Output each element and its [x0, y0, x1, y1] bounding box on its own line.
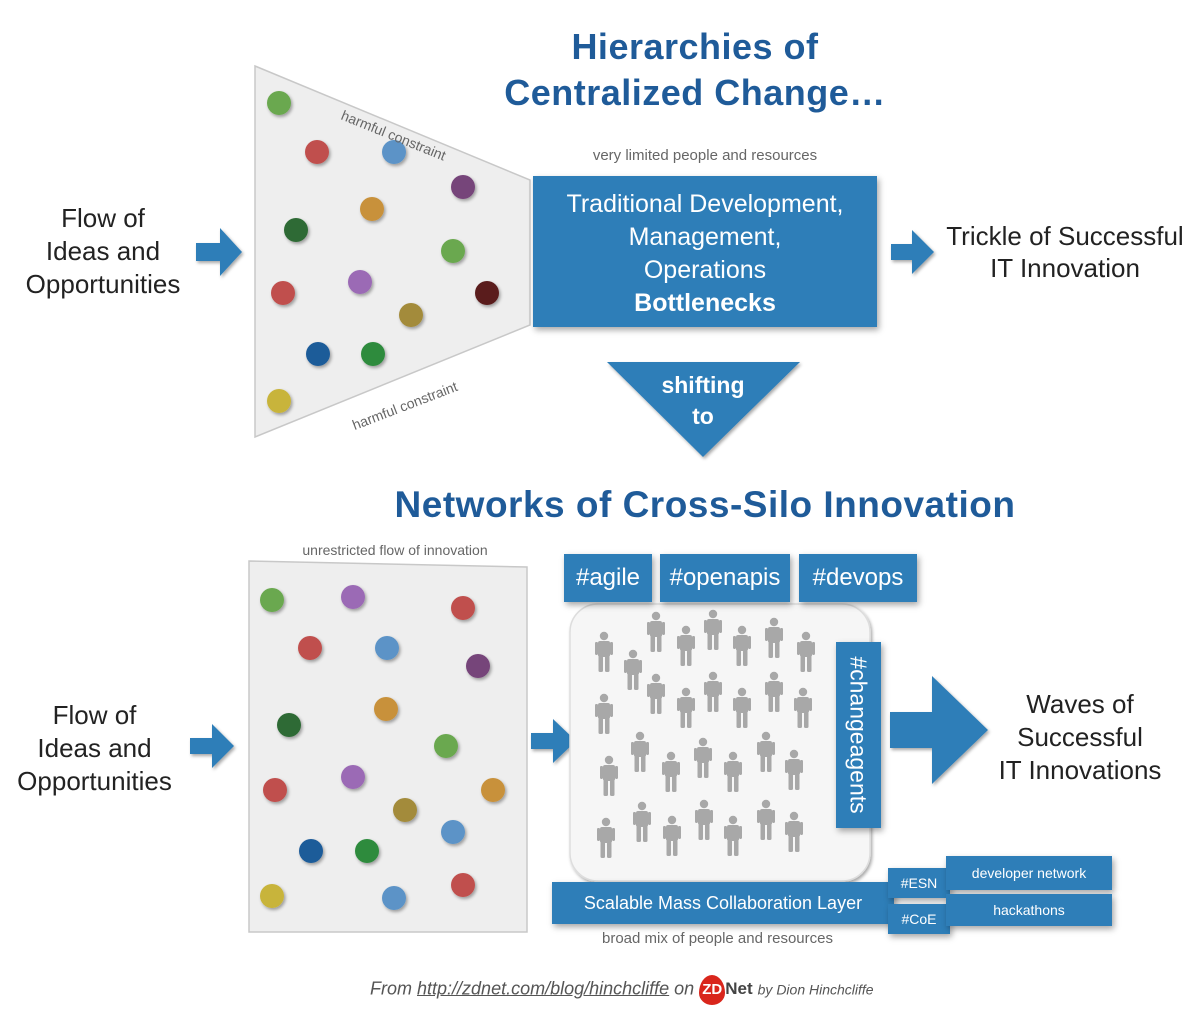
bottom-dots [260, 585, 505, 910]
bottom-title: Networks of Cross-Silo Innovation [394, 484, 1016, 525]
dot-icon [481, 778, 505, 802]
bottlenecks-line1: Traditional Development, [566, 190, 844, 218]
bottom-outcome-label: Waves of Successful IT Innovations [975, 688, 1185, 787]
dot-icon [374, 697, 398, 721]
tag-devops: #devops [799, 554, 917, 602]
right-arrow-icon [890, 676, 988, 784]
zdnet-logo-net: Net [725, 979, 753, 998]
shifting-label: shifting to [640, 370, 766, 432]
right-arrow-icon [531, 719, 576, 763]
dot-icon [441, 239, 465, 263]
dot-icon [382, 886, 406, 910]
dot-icon [260, 588, 284, 612]
credit-from: From [370, 978, 412, 999]
coe-tag: #CoE [888, 904, 950, 934]
top-dots [267, 91, 499, 413]
dot-icon [341, 585, 365, 609]
top-title-line2: Centralized Change… [504, 72, 886, 113]
dot-icon [299, 839, 323, 863]
top-outcome-line1: Trickle of Successful [946, 221, 1184, 251]
bottom-flow-label: Flow of Ideas and Opportunities [2, 699, 187, 798]
dot-icon [451, 873, 475, 897]
dot-icon [298, 636, 322, 660]
dot-icon [348, 270, 372, 294]
dot-icon [466, 654, 490, 678]
bottom-flow-line1: Flow of [52, 700, 137, 730]
esn-tag: #ESN [888, 868, 950, 898]
dot-icon [305, 140, 329, 164]
tag-openapis: #openapis [660, 554, 790, 602]
bottom-flow-line3: Opportunities [17, 766, 172, 796]
bottlenecks-line2: Management, [628, 223, 782, 251]
bottlenecks-line4: Bottlenecks [634, 289, 776, 317]
dot-icon [267, 91, 291, 115]
shifting-line2: to [692, 403, 714, 429]
top-flow-line3: Opportunities [25, 269, 181, 299]
dot-icon [271, 281, 295, 305]
dot-icon [382, 140, 406, 164]
dot-icon [306, 342, 330, 366]
dot-icon [451, 596, 475, 620]
dot-icon [375, 636, 399, 660]
collaboration-layer: Scalable Mass Collaboration Layer [552, 882, 894, 924]
limited-resources-label: very limited people and resources [592, 147, 818, 164]
broad-mix-label: broad mix of people and resources [602, 930, 833, 947]
shifting-line1: shifting [661, 372, 745, 398]
dot-icon [341, 765, 365, 789]
dot-icon [451, 175, 475, 199]
dot-icon [361, 342, 385, 366]
dot-icon [360, 197, 384, 221]
zdnet-logo-zd: ZD [699, 975, 726, 1005]
top-flow-line2: Ideas and [45, 236, 161, 266]
top-funnel [254, 64, 531, 439]
dot-icon [441, 820, 465, 844]
bottom-outcome-line2: Successful [1017, 722, 1143, 752]
dot-icon [393, 798, 417, 822]
top-flow-line1: Flow of [61, 203, 145, 233]
top-outcome-line2: IT Innovation [990, 253, 1140, 283]
changeagents-tag: #changeagents [836, 642, 881, 828]
dot-icon [475, 281, 499, 305]
top-outcome-label: Trickle of Successful IT Innovation [935, 220, 1195, 284]
dot-icon [355, 839, 379, 863]
bottlenecks-box: Traditional Development, Management, Ope… [533, 176, 877, 327]
top-title-line1: Hierarchies of [571, 26, 819, 67]
tag-agile: #agile [564, 554, 652, 602]
top-title: Hierarchies of Centralized Change… [470, 24, 920, 116]
top-flow-label: Flow of Ideas and Opportunities [8, 202, 198, 301]
dot-icon [267, 389, 291, 413]
unrestricted-label: unrestricted flow of innovation [302, 542, 488, 558]
hackathons-tag: hackathons [946, 894, 1112, 926]
developer-network-tag: developer network [946, 856, 1112, 890]
bottlenecks-line3: Operations [643, 256, 767, 284]
dot-icon [260, 884, 284, 908]
dot-icon [434, 734, 458, 758]
dot-icon [277, 713, 301, 737]
bottom-dot-field [248, 560, 528, 933]
credit-url-link[interactable]: http://zdnet.com/blog/hinchcliffe [417, 978, 670, 999]
bottom-outcome-line1: Waves of [1026, 689, 1134, 719]
changeagents-text: #changeagents [845, 656, 872, 814]
credit-on: on [674, 978, 695, 999]
right-arrow-icon [196, 228, 242, 276]
right-arrow-icon [190, 724, 234, 768]
dot-icon [399, 303, 423, 327]
credit-by: by Dion Hinchcliffe [757, 981, 874, 998]
credit-line: From http://zdnet.com/blog/hinchcliffe o… [370, 974, 930, 1005]
bottom-outcome-line3: IT Innovations [998, 755, 1162, 785]
dot-icon [263, 778, 287, 802]
right-arrow-icon [891, 230, 934, 274]
bottom-flow-line2: Ideas and [37, 733, 152, 763]
down-triangle-icon [607, 362, 800, 457]
dot-icon [284, 218, 308, 242]
